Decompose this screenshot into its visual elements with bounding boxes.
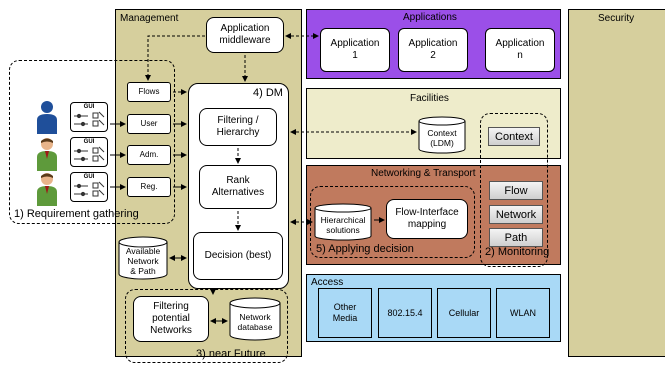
security-label: Security <box>598 13 635 24</box>
regulator-input: Reg. <box>127 177 171 197</box>
flow-interface-mapping-box: Flow-Interface mapping <box>386 199 468 239</box>
near-future-group <box>125 289 288 363</box>
applying-decision-label: 5) Applying decision <box>316 243 414 255</box>
context-box: Context <box>488 127 540 146</box>
flow-monitor-box: Flow <box>489 181 543 200</box>
facilities-label: Facilities <box>410 93 449 104</box>
application-2-box: Application 2 <box>398 28 468 72</box>
filtering-potential-networks-box: Filtering potential Networks <box>133 296 209 342</box>
access-wlan-tile: WLAN <box>496 288 550 338</box>
near-future-label: 3) near Future <box>196 348 266 360</box>
admin-input: Adm. <box>127 145 171 165</box>
access-other-media-tile: Other Media <box>318 288 372 338</box>
networking-label: Networking & Transport <box>371 168 476 179</box>
security-layer <box>568 9 665 357</box>
access-label: Access <box>311 277 344 288</box>
access-cellular-tile: Cellular <box>437 288 491 338</box>
application-1-box: Application 1 <box>320 28 390 72</box>
monitoring-label: 2) Monitoring <box>485 246 550 258</box>
path-monitor-box: Path <box>489 228 543 247</box>
requirement-gathering-group <box>9 60 175 224</box>
dm-decision-box: Decision (best) <box>193 232 283 280</box>
requirement-gathering-label: 1) Requirement gathering <box>14 208 139 220</box>
monitoring-group <box>480 113 548 267</box>
network-database-db: Network database <box>229 297 281 341</box>
application-middleware-box: Application middleware <box>206 17 284 53</box>
dm-filtering-box: Filtering / Hierarchy <box>199 108 277 146</box>
admin-person-icon <box>37 138 57 171</box>
management-label: Management <box>120 13 179 24</box>
regulator-gui-panel: GUI <box>70 172 108 202</box>
gui-controls-icon <box>74 111 105 197</box>
user-input: User <box>127 114 171 134</box>
user-gui-panel: GUI <box>70 102 108 132</box>
network-monitor-box: Network <box>489 205 543 224</box>
user-person-icon <box>37 101 57 134</box>
context-ldm-db: Context (LDM) <box>418 116 466 154</box>
applications-label: Applications <box>403 12 457 23</box>
hierarchical-solutions-db: Hierarchical solutions <box>314 203 372 241</box>
available-network-path-db: Available Network & Path <box>118 236 168 280</box>
flows-input: Flows <box>127 82 171 102</box>
access-802154-tile: 802.15.4 <box>378 288 432 338</box>
admin-gui-panel: GUI <box>70 137 108 167</box>
dm-title: 4) DM <box>253 87 283 99</box>
application-n-box: Application n <box>485 28 555 72</box>
dm-rank-box: Rank Alternatives <box>199 165 277 209</box>
regulator-person-icon <box>37 173 57 206</box>
